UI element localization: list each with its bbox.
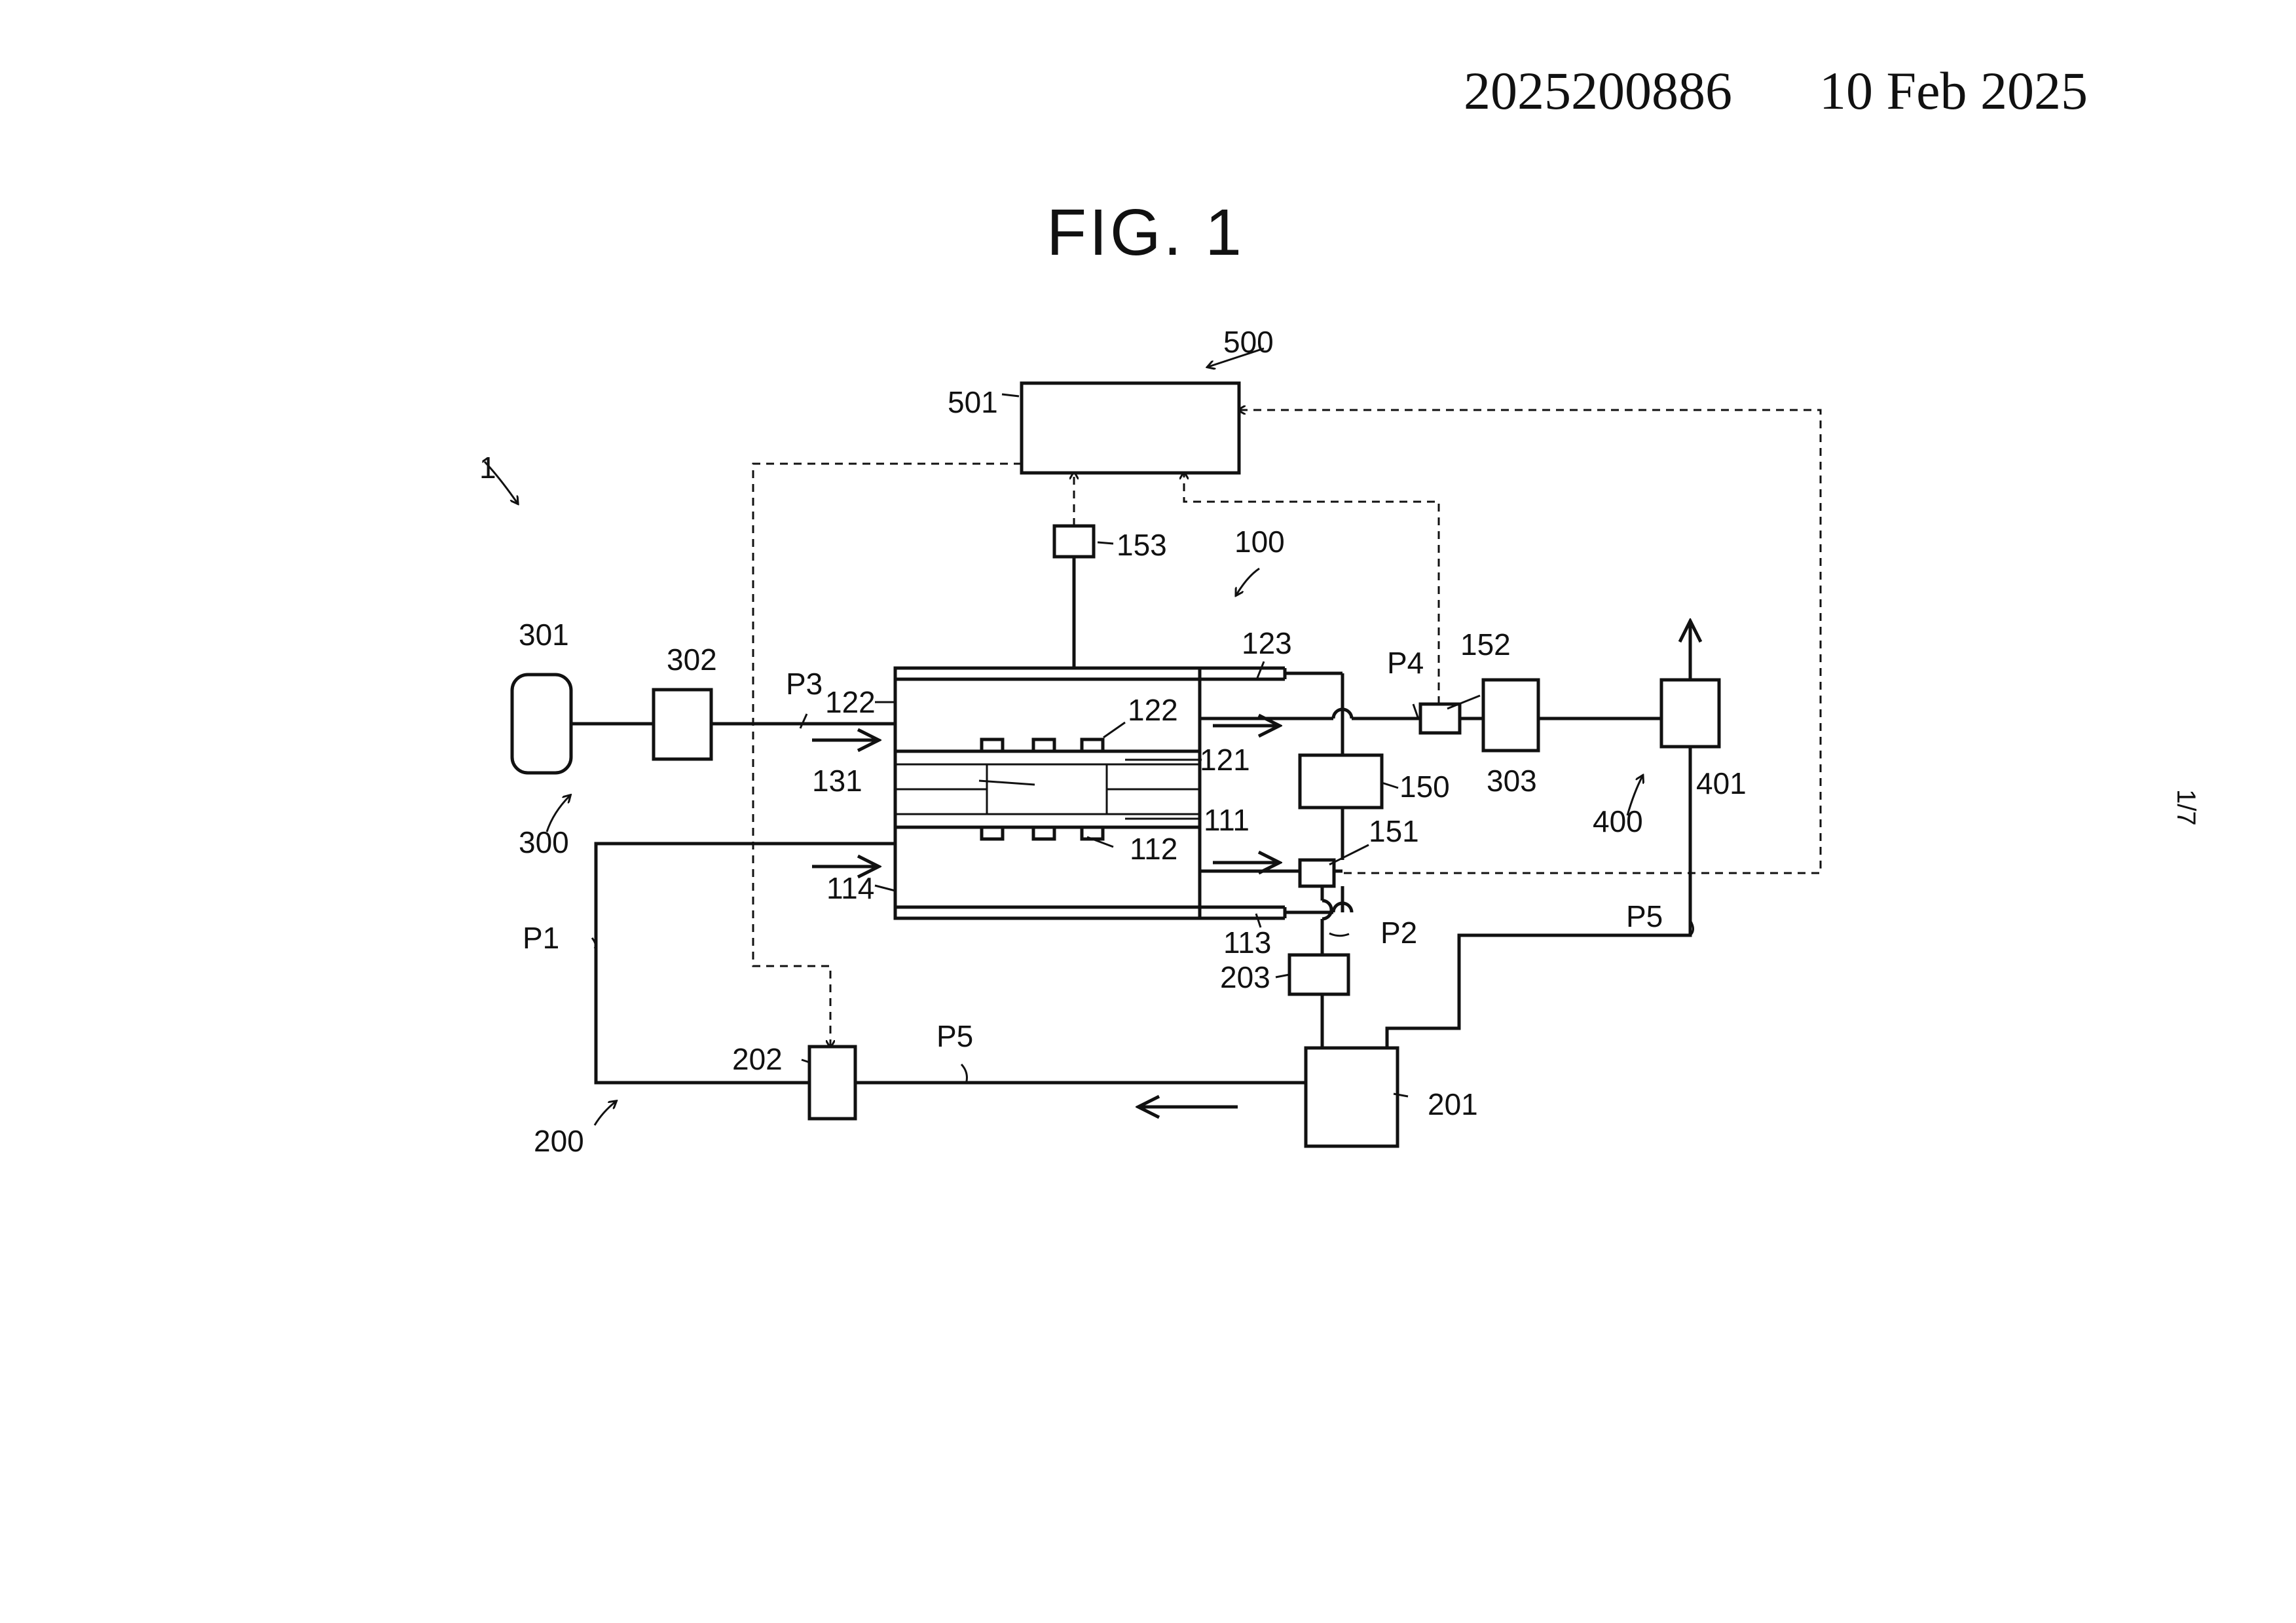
label-111: 111	[1204, 803, 1250, 837]
label-200: 200	[534, 1124, 584, 1158]
label-112: 112	[1130, 832, 1177, 866]
label-121: 121	[1200, 743, 1250, 777]
pump-201	[1306, 1048, 1398, 1146]
anode-catalyst-layer	[895, 814, 1200, 827]
label-300: 300	[519, 825, 569, 859]
label-202: 202	[732, 1042, 783, 1076]
electrolyte-membrane	[987, 764, 1107, 814]
label-113: 113	[1223, 925, 1271, 960]
label-114: 114	[826, 871, 874, 905]
label-400: 400	[1593, 804, 1643, 838]
label-P3: P3	[786, 667, 823, 701]
label-500: 500	[1223, 325, 1274, 359]
label-122-right: 122	[1128, 693, 1178, 727]
label-303: 303	[1487, 764, 1537, 798]
cathode-catalyst-layer	[895, 751, 1200, 764]
sensor-153	[1054, 526, 1094, 557]
label-system: 1	[479, 451, 496, 485]
label-301: 301	[519, 618, 569, 652]
hydrogen-tank-301	[512, 675, 571, 773]
label-302: 302	[667, 643, 717, 677]
fuel-cell-stack	[895, 668, 1285, 918]
label-P5-right: P5	[1626, 899, 1663, 933]
exhaust-401	[1661, 680, 1719, 747]
label-401: 401	[1696, 766, 1747, 800]
sensor-152	[1420, 704, 1460, 733]
label-P5-bottom: P5	[936, 1019, 973, 1053]
controller-501	[1022, 383, 1239, 473]
valve-202	[809, 1047, 855, 1119]
label-123: 123	[1242, 626, 1292, 660]
label-150: 150	[1399, 770, 1450, 804]
valve-203	[1289, 955, 1348, 994]
label-501: 501	[948, 385, 998, 419]
label-100: 100	[1234, 525, 1285, 559]
label-153: 153	[1117, 528, 1167, 562]
label-203: 203	[1220, 960, 1270, 994]
label-152: 152	[1460, 627, 1511, 662]
label-P2: P2	[1380, 916, 1417, 950]
component-150	[1300, 755, 1382, 808]
label-122-left: 122	[825, 685, 876, 719]
component-303	[1483, 680, 1538, 751]
label-131: 131	[812, 764, 862, 798]
sensor-151	[1300, 860, 1334, 886]
label-151: 151	[1369, 814, 1419, 848]
label-P1: P1	[523, 921, 559, 955]
regulator-302	[654, 690, 711, 759]
label-P4: P4	[1387, 646, 1424, 680]
label-201: 201	[1428, 1087, 1478, 1121]
